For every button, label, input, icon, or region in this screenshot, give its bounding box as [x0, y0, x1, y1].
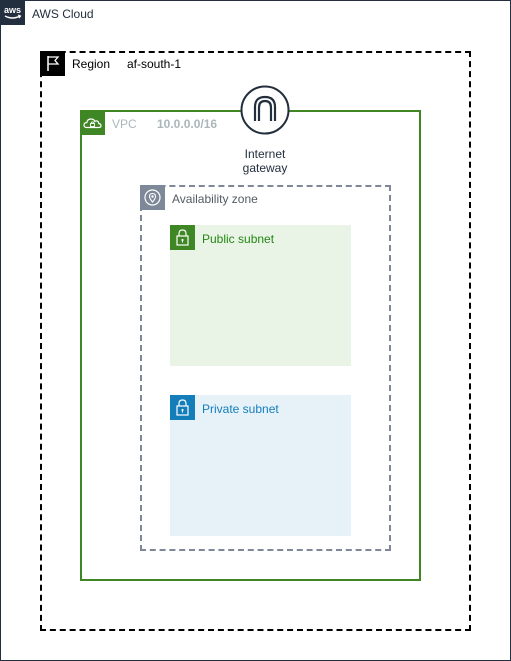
aws-logo-icon: aws: [0, 0, 25, 25]
region-name: af-south-1: [127, 57, 182, 71]
public-subnet-lock-icon: [170, 225, 195, 250]
vpc-cloud-lock-icon: [80, 110, 105, 135]
vpc-cidr: 10.0.0.0/16: [157, 117, 218, 131]
private-subnet-lock-icon: [170, 395, 195, 420]
private-subnet-label: Private subnet: [202, 402, 279, 416]
svg-text:aws: aws: [4, 5, 21, 15]
region-group[interactable]: [40, 51, 471, 631]
region-label: Region: [72, 57, 111, 71]
aws-cloud-label: AWS Cloud: [32, 7, 94, 21]
public-subnet-label: Public subnet: [202, 232, 275, 246]
internet-gateway-icon[interactable]: [240, 85, 290, 135]
availability-zone-label: Availability zone: [172, 192, 258, 206]
location-pin-icon: [140, 185, 165, 210]
flag-icon: [40, 51, 65, 76]
private-subnet-group[interactable]: [170, 395, 351, 536]
vpc-label: VPC: [112, 117, 137, 131]
public-subnet-group[interactable]: [170, 225, 351, 366]
availability-zone-group[interactable]: [140, 185, 391, 551]
internet-gateway-label: Internet gateway: [242, 147, 288, 175]
